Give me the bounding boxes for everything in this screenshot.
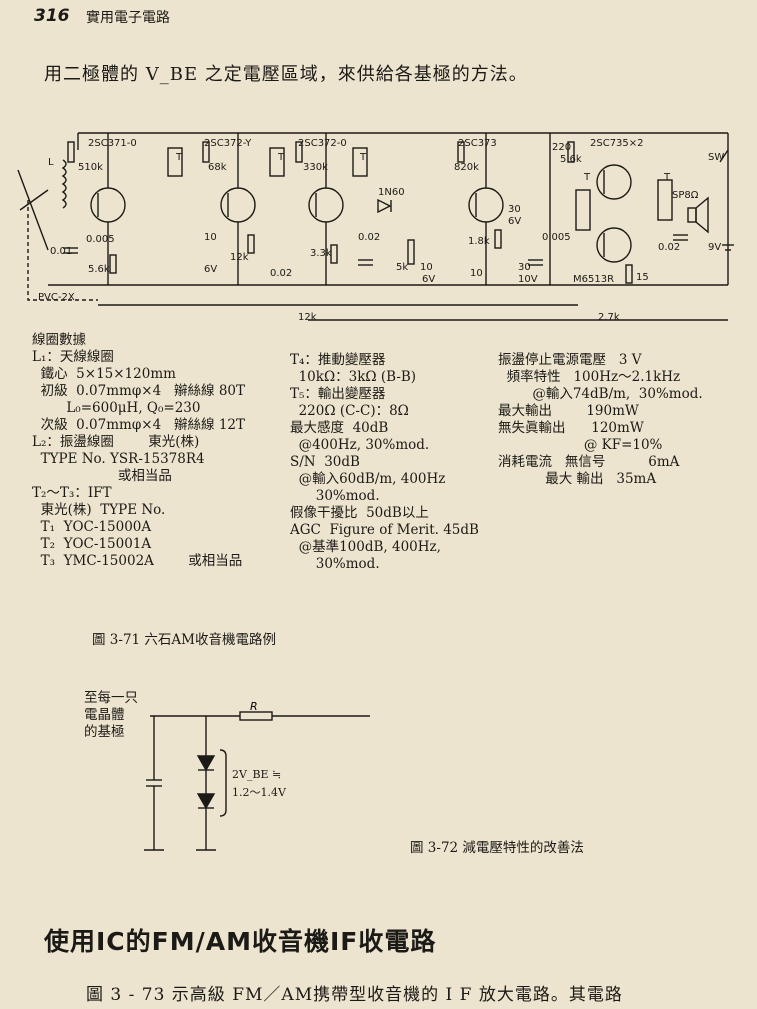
svg-text:0.02: 0.02	[270, 268, 292, 279]
svg-text:PVC-2X: PVC-2X	[38, 292, 75, 303]
fig72-base-label: 至每一只 電晶體 的基極	[84, 690, 138, 740]
figure-3-72-caption: 圖 3-72 減電壓特性的改善法	[410, 840, 584, 856]
schem-label-q3: 2SC372-0	[298, 138, 347, 149]
svg-text:SP8Ω: SP8Ω	[672, 190, 699, 201]
svg-text:220: 220	[552, 142, 571, 153]
svg-text:330k: 330k	[303, 162, 328, 173]
svg-text:T: T	[663, 172, 671, 183]
intro-text: 用二極體的 V_BE 之定電壓區域，來供給各基極的方法。	[44, 64, 528, 85]
svg-text:0.02: 0.02	[358, 232, 380, 243]
svg-text:10: 10	[420, 262, 433, 273]
voltage-regulator-diagram: R	[144, 700, 370, 851]
svg-text:15: 15	[636, 272, 649, 283]
figure-3-71-caption: 圖 3-71 六石AM收音機電路例	[92, 632, 276, 648]
svg-text:30: 30	[518, 262, 531, 273]
body-text: 圖 3 - 73 示高級 FM／AM携帶型收音機的 I F 放大電路。其電路	[86, 985, 623, 1005]
svg-text:10V: 10V	[518, 274, 538, 285]
fig72-resistor-label: R	[250, 700, 258, 713]
svg-text:510k: 510k	[78, 162, 103, 173]
svg-text:3.3k: 3.3k	[310, 248, 332, 259]
svg-text:L: L	[48, 157, 54, 168]
svg-text:T: T	[277, 152, 285, 163]
svg-text:68k: 68k	[208, 162, 227, 173]
section-heading: 使用IC的FM/AM收音機IF收電路	[44, 927, 437, 956]
running-title: 實用電子電路	[86, 10, 170, 26]
svg-text:T: T	[583, 172, 591, 183]
svg-text:9V: 9V	[708, 242, 721, 253]
svg-text:6V: 6V	[508, 216, 521, 227]
svg-text:0.005: 0.005	[542, 232, 571, 243]
svg-text:SW: SW	[708, 152, 724, 163]
svg-text:5.6k: 5.6k	[88, 264, 110, 275]
spec-column-transformers: T₄：推動變壓器 10kΩ：3kΩ (B-B) T₅：輸出變壓器 220Ω (C…	[290, 352, 479, 572]
svg-text:820k: 820k	[454, 162, 479, 173]
svg-text:30: 30	[508, 204, 521, 215]
svg-text:T: T	[359, 152, 367, 163]
svg-text:M6513R: M6513R	[573, 274, 614, 285]
svg-text:12k: 12k	[298, 312, 317, 323]
svg-text:6V: 6V	[204, 264, 217, 275]
fig72-voltage-label: 2V_BE ≒ 1.2～1.4V	[232, 768, 286, 799]
svg-text:10: 10	[204, 232, 217, 243]
svg-text:0.01: 0.01	[50, 246, 72, 257]
svg-text:0.005: 0.005	[86, 234, 115, 245]
svg-text:10: 10	[470, 268, 483, 279]
svg-text:1.8k: 1.8k	[468, 236, 490, 247]
svg-text:5.6k: 5.6k	[560, 154, 582, 165]
schem-label-q5: 2SC735×2	[590, 138, 644, 149]
page-number: 316	[34, 6, 70, 26]
svg-text:12k: 12k	[230, 252, 249, 263]
am-receiver-schematic: 2SC371-0 2SC372-Y 2SC372-0 2SC373 2SC735…	[17, 132, 734, 323]
spec-column-coils: 線圈數據 L₁：天線線圈 鐵心 5×15×120mm 初級 0.07mmφ×4 …	[32, 332, 246, 569]
svg-text:6V: 6V	[422, 274, 435, 285]
schem-label-q2: 2SC372-Y	[204, 138, 252, 149]
spec-column-performance: 振盪停止電源電壓 3 V 頻率特性 100Hz～2.1kHz @輸入74dB/m…	[498, 352, 703, 487]
schem-label-q1: 2SC371-0	[88, 138, 137, 149]
svg-text:0.02: 0.02	[658, 242, 680, 253]
svg-text:T: T	[175, 152, 183, 163]
schem-label-q4: 2SC373	[458, 138, 497, 149]
svg-text:1N60: 1N60	[378, 187, 405, 198]
svg-text:2.7k: 2.7k	[598, 312, 620, 323]
svg-text:5k: 5k	[396, 262, 408, 273]
